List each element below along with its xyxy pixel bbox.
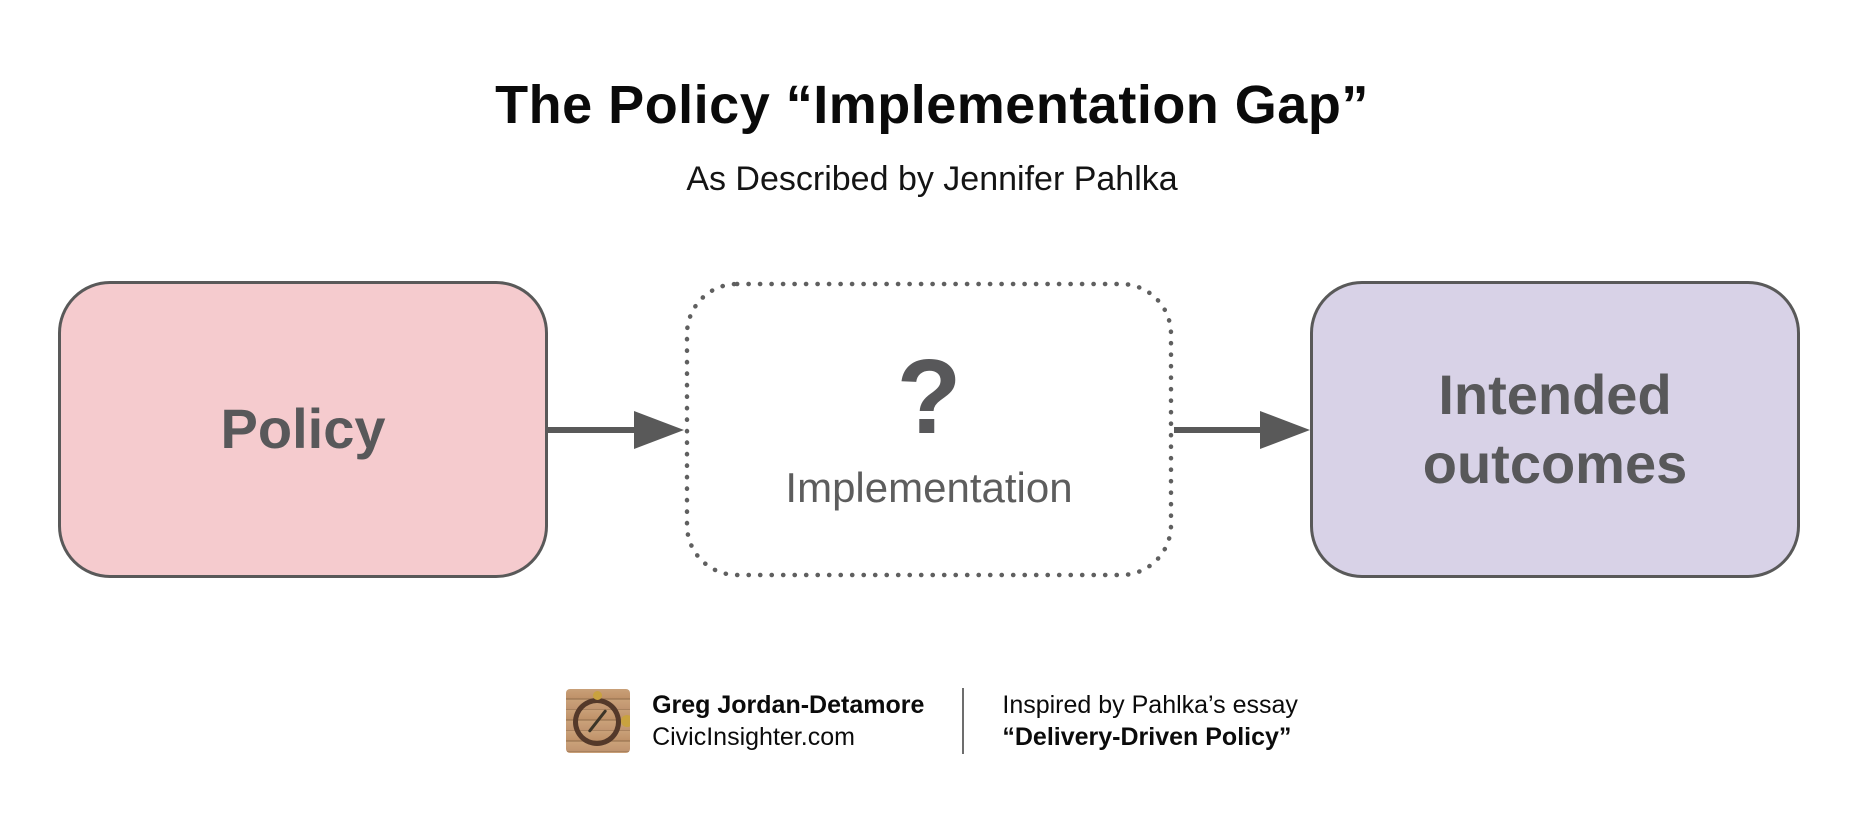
question-mark: ? — [896, 338, 962, 457]
page-subtitle: As Described by Jennifer Pahlka — [686, 160, 1178, 198]
footer: Greg Jordan-Detamore CivicInsighter.com … — [0, 688, 1864, 754]
page-title: The Policy “Implementation Gap” — [495, 75, 1369, 135]
credit-line-2: “Delivery-Driven Policy” — [1002, 723, 1292, 751]
implementation-box: ? Implementation — [684, 281, 1174, 578]
policy-label: Policy — [220, 397, 386, 461]
author-name: Greg Jordan-Detamore — [652, 691, 925, 719]
credit-column: Inspired by Pahlka’s essay “Delivery-Dri… — [1002, 689, 1298, 753]
arrow-cell-left — [548, 281, 684, 578]
brass-detail — [621, 715, 631, 727]
dotted-border — [684, 281, 1174, 578]
policy-box: Policy — [58, 281, 548, 578]
arrow-cell-right — [1174, 281, 1310, 578]
right-arrow-icon — [548, 410, 684, 449]
footer-divider — [962, 688, 965, 754]
flow-diagram: Policy ? Implementation Intended outcome… — [58, 281, 1800, 578]
intended-outcomes-box: Intended outcomes — [1310, 281, 1800, 578]
right-arrow-icon — [1174, 410, 1310, 449]
author-website: CivicInsighter.com — [652, 723, 855, 751]
credit-line-1: Inspired by Pahlka’s essay — [1002, 691, 1298, 719]
compass-knob — [593, 691, 603, 700]
implementation-label: Implementation — [785, 463, 1073, 511]
compass-logo-icon — [566, 689, 631, 753]
author-column: Greg Jordan-Detamore CivicInsighter.com — [652, 689, 924, 753]
intended-outcomes-label: Intended outcomes — [1422, 363, 1688, 495]
